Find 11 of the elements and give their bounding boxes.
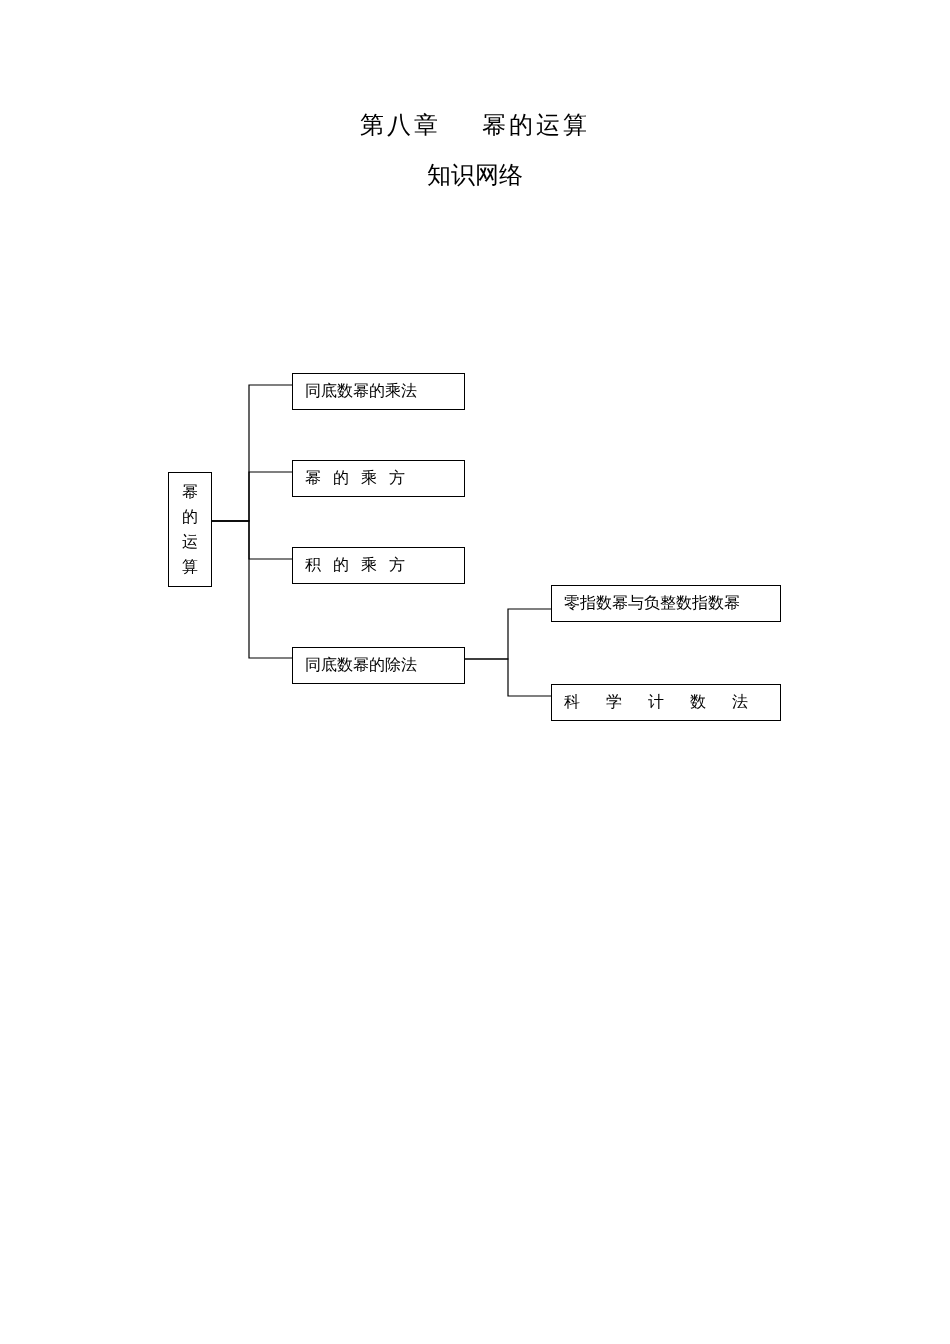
concept-box: 积的乘方 [292,547,465,584]
concept-box: 幂的运算 [168,472,212,587]
section-heading: 知识网络 [426,160,524,190]
concept-box: 幂的乘方 [292,460,465,497]
connector-line [211,520,293,659]
page-title: 第八章 幂的运算 [359,110,591,140]
concept-box: 同底数幂的乘法 [292,373,465,410]
concept-box: 零指数幂与负整数指数幂 [551,585,781,622]
connector-line [464,658,552,697]
concept-box: 同底数幂的除法 [292,647,465,684]
concept-box: 科学计数法 [551,684,781,721]
